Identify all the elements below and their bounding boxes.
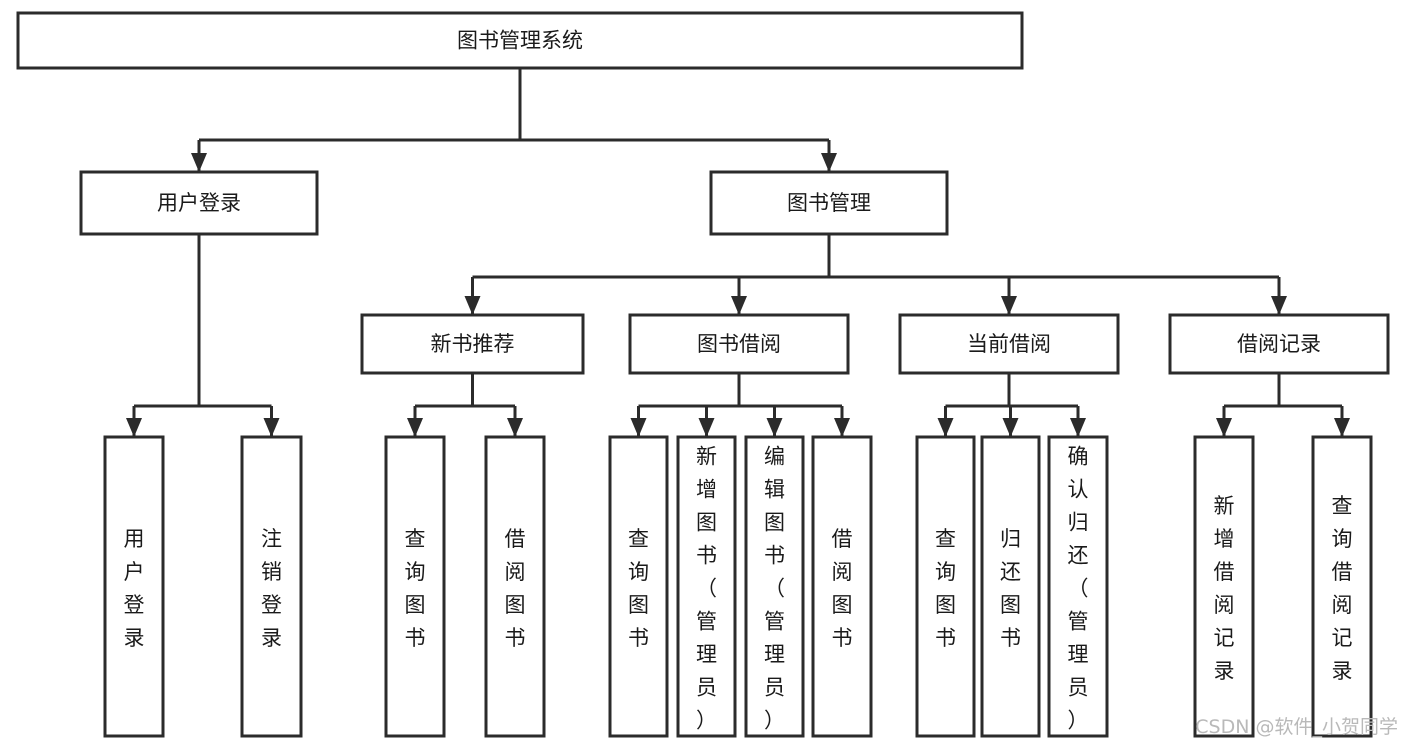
csdn-watermark: CSDN @软件_小贺同学 (1195, 716, 1398, 738)
level2-node-box[interactable] (79, 170, 319, 236)
arrow-head-icon (698, 418, 715, 437)
node-label: 借阅记录 (1237, 332, 1321, 356)
node-label: 借阅图书 (832, 527, 853, 650)
arrow-head-icon (126, 418, 142, 437)
arrow-head-icon (937, 418, 954, 437)
leaf-node[interactable]: 确认归还（管理员） (1047, 435, 1109, 738)
node-label: 注销登录 (261, 527, 282, 650)
level3-node[interactable]: 新书推荐 (360, 313, 585, 375)
leaf-node-box[interactable] (1047, 435, 1109, 738)
node-label: 查询图书 (405, 527, 426, 650)
node-label: 当前借阅 (967, 332, 1051, 356)
node-label: 新增借阅记录 (1214, 494, 1235, 683)
leaf-node-box[interactable] (384, 435, 446, 738)
arrow-head-icon (464, 296, 481, 315)
arrow-head-icon (1070, 418, 1086, 437)
node-label: 图书借阅 (697, 332, 781, 356)
leaf-node-box[interactable] (608, 435, 669, 738)
node-label: 图书管理系统 (457, 29, 583, 53)
leaf-node[interactable]: 编辑图书（管理员） (744, 435, 805, 738)
node-label: 用户登录 (157, 191, 241, 215)
leaf-node[interactable]: 借阅图书 (811, 435, 873, 738)
arrow-head-icon (263, 418, 280, 437)
arrow-head-icon (821, 153, 837, 172)
node-label: 图书管理 (787, 191, 871, 215)
leaf-node-box[interactable] (103, 435, 165, 738)
node-label: 用户登录 (124, 527, 145, 650)
arrow-head-icon (1001, 296, 1017, 315)
leaf-node-box[interactable] (915, 435, 976, 738)
node-label: 查询图书 (628, 527, 649, 650)
node-label: 确认归还（管理员） (1068, 445, 1089, 733)
level2-node[interactable]: 图书管理 (709, 170, 949, 236)
arrow-head-icon (1334, 418, 1350, 437)
leaf-node[interactable]: 借阅图书 (484, 435, 546, 738)
leaf-node[interactable]: 注销登录 (240, 435, 303, 738)
level2-node[interactable]: 用户登录 (79, 170, 319, 236)
node-label: 查询借阅记录 (1332, 494, 1353, 683)
arrow-head-icon (407, 418, 423, 437)
leaf-node-box[interactable] (980, 435, 1041, 738)
leaf-node-box[interactable] (744, 435, 805, 738)
level3-node-box[interactable] (898, 313, 1120, 375)
connector-layer (126, 68, 1350, 437)
node-label: 归还图书 (1000, 527, 1021, 650)
leaf-node[interactable]: 新增借阅记录 (1193, 435, 1255, 738)
leaf-node-box[interactable] (1193, 435, 1255, 738)
leaf-node[interactable]: 归还图书 (980, 435, 1041, 738)
arrow-head-icon (1002, 418, 1019, 437)
level3-node[interactable]: 图书借阅 (628, 313, 850, 375)
level3-node[interactable]: 借阅记录 (1168, 313, 1390, 375)
leaf-node-box[interactable] (1311, 435, 1373, 738)
level3-node-box[interactable] (628, 313, 850, 375)
leaf-node-box[interactable] (240, 435, 303, 738)
node-label: 新书推荐 (431, 332, 515, 356)
node-label: 新增图书（管理员） (696, 445, 717, 733)
arrow-head-icon (191, 153, 207, 172)
level3-node[interactable]: 当前借阅 (898, 313, 1120, 375)
root-node-box[interactable] (16, 11, 1024, 70)
root-node[interactable]: 图书管理系统 (16, 11, 1024, 70)
node-label: 编辑图书（管理员） (764, 445, 785, 733)
leaf-node[interactable]: 查询图书 (384, 435, 446, 738)
node-layer: 图书管理系统用户登录图书管理新书推荐图书借阅当前借阅借阅记录用户登录注销登录查询… (16, 11, 1390, 738)
leaf-node[interactable]: 新增图书（管理员） (676, 435, 737, 738)
leaf-node[interactable]: 查询借阅记录 (1311, 435, 1373, 738)
node-label: 借阅图书 (505, 527, 526, 650)
level3-node-box[interactable] (1168, 313, 1390, 375)
leaf-node-box[interactable] (676, 435, 737, 738)
leaf-node[interactable]: 查询图书 (915, 435, 976, 738)
leaf-node[interactable]: 用户登录 (103, 435, 165, 738)
arrow-head-icon (766, 418, 783, 437)
node-label: 查询图书 (935, 527, 956, 650)
arrow-head-icon (630, 418, 647, 437)
level3-node-box[interactable] (360, 313, 585, 375)
leaf-node-box[interactable] (811, 435, 873, 738)
arrow-head-icon (731, 296, 747, 315)
level2-node-box[interactable] (709, 170, 949, 236)
arrow-head-icon (834, 418, 850, 437)
arrow-head-icon (1271, 296, 1287, 315)
leaf-node[interactable]: 查询图书 (608, 435, 669, 738)
arrow-head-icon (1216, 418, 1232, 437)
arrow-head-icon (507, 418, 523, 437)
leaf-node-box[interactable] (484, 435, 546, 738)
